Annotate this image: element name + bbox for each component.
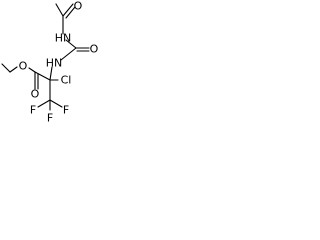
bond-cf3-f1 [37,99,51,108]
bond-urea-nh2 [60,47,77,61]
atom-label-acetyl-o: O [74,0,83,13]
bond-ester-c-o [28,67,36,73]
molecule-structure-diagram: O HN O HN O Cl O F F F [1,0,99,125]
atom-label-urea-o: O [90,43,99,56]
bond-cf3-f2 [49,99,63,108]
bond-ch2-ch3 [1,63,11,73]
bond-layer [1,3,90,111]
atom-label-ester-carbonyl-o: O [31,88,40,101]
atom-label-fluorine-1: F [30,104,36,117]
bond-acetyl-co-b [65,6,76,19]
atom-label-amide-nh: HN [55,32,72,45]
bond-nh-urea [65,39,77,49]
atom-label-fluorine-3: F [47,112,53,125]
atom-label-ester-o: O [19,60,28,73]
bond-nh2-cq [49,66,53,81]
atom-label-urea-nh: HN [46,57,63,70]
atom-label-layer: O HN O HN O Cl O F F F [19,0,99,125]
atom-label-chlorine: Cl [61,74,72,87]
bond-o-ch2 [9,66,18,73]
atom-label-fluorine-2: F [63,104,69,117]
bond-acetyl-methyl [55,3,64,17]
bond-acetyl-co-a [62,3,74,17]
bond-cq-ester-c [34,71,51,81]
